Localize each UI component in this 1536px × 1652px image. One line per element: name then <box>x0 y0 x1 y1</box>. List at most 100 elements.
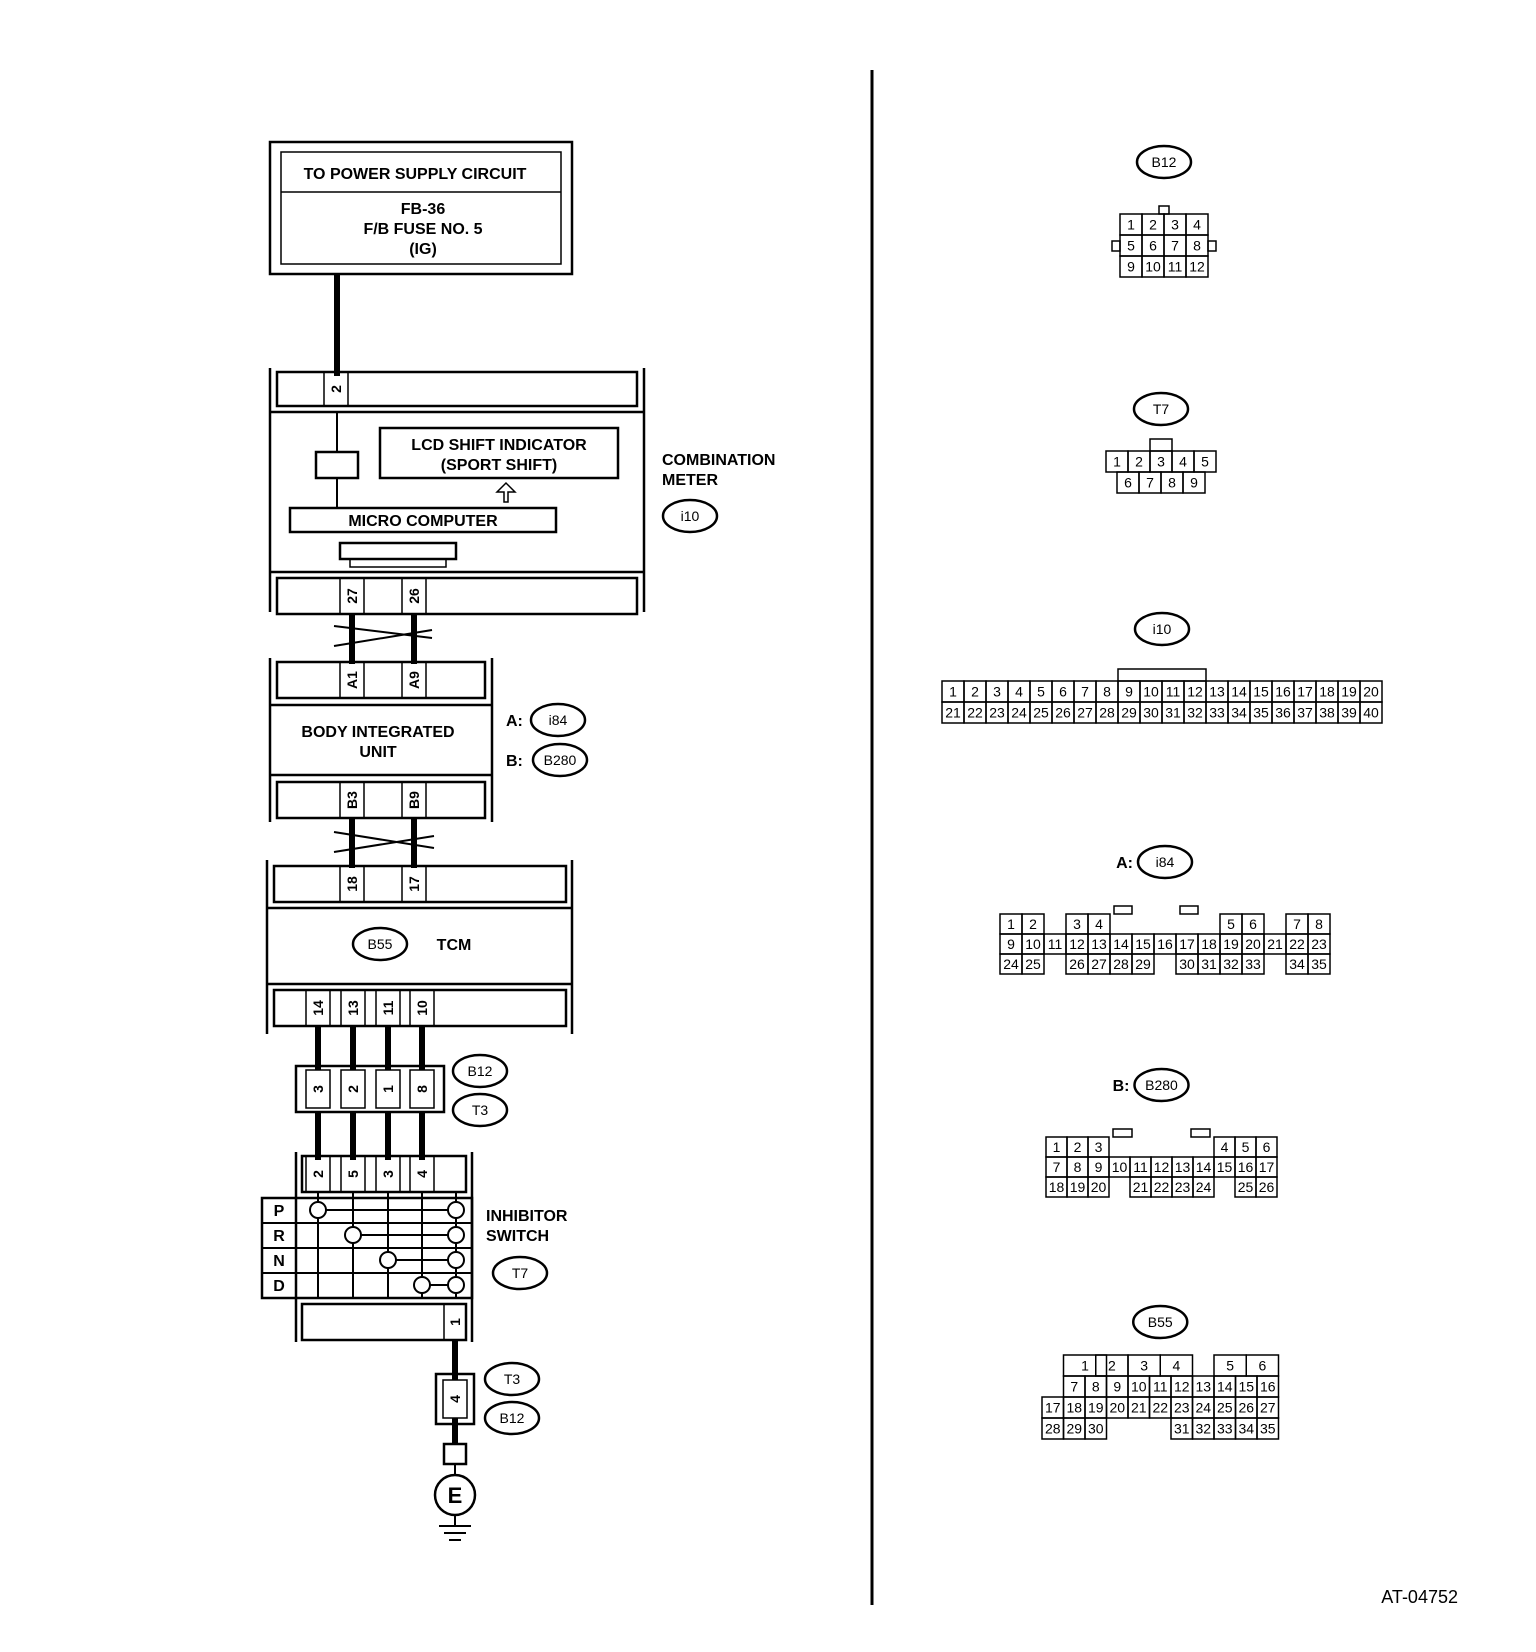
biu-pin-b9: B9 <box>406 791 422 809</box>
cavity-number: 1 <box>1053 1139 1061 1155</box>
cavity-number: 16 <box>1275 684 1291 700</box>
position-d: D <box>273 1278 285 1295</box>
cavity-number: 7 <box>1070 1379 1078 1395</box>
cavity-number: 25 <box>1025 956 1041 972</box>
cavity-number: 23 <box>1175 1179 1191 1195</box>
cavity <box>1021 953 1045 975</box>
cavity-number: 30 <box>1143 705 1159 721</box>
meter-connector-code: i10 <box>681 508 700 524</box>
joint-pin-3: 3 <box>310 1085 326 1093</box>
contact-p-end <box>447 1201 465 1219</box>
inhibitor-label: INHIBITOR <box>486 1208 568 1225</box>
twisted-pair-biu-tcm <box>333 818 435 868</box>
cavity-number: 5 <box>1226 1358 1234 1374</box>
cavity <box>1256 1417 1280 1440</box>
meter-pin-27: 27 <box>344 588 360 604</box>
tcm-label: TCM <box>437 937 472 954</box>
body-integrated-unit: A1 A9 BODY INTEGRATED UNIT B3 B9 A: i84 … <box>268 658 589 822</box>
cavity-number: 33 <box>1217 1421 1233 1437</box>
biu-a-connector-code: i84 <box>549 712 568 728</box>
cavity-number: 9 <box>1113 1379 1121 1395</box>
ground-letter: E <box>448 1483 463 1508</box>
cavity-number: 1 <box>1127 217 1135 233</box>
cavity-number: 40 <box>1363 705 1379 721</box>
cavity-number: 28 <box>1045 1421 1061 1437</box>
cavity-number: 15 <box>1238 1379 1254 1395</box>
tcm-pin-14: 14 <box>310 1000 326 1016</box>
cavity-number: 19 <box>1070 1179 1086 1195</box>
cavity-number: 8 <box>1074 1159 1082 1175</box>
cavity-number: 34 <box>1289 956 1305 972</box>
cavity-number: 24 <box>1195 1400 1211 1416</box>
b55-face-code: B55 <box>1148 1314 1173 1330</box>
cavity-number: 32 <box>1187 705 1203 721</box>
contact-r-end <box>447 1226 465 1244</box>
inhibitor-connector-code: T7 <box>512 1265 529 1281</box>
inhibitor-pin-5: 5 <box>345 1170 361 1178</box>
cavity-number: 12 <box>1189 259 1205 275</box>
cavity-number: 4 <box>1193 217 1201 233</box>
tcm-connector-code: B55 <box>368 936 393 952</box>
cavity-number: 35 <box>1311 956 1327 972</box>
cavity-number: 8 <box>1193 238 1201 254</box>
power-title: TO POWER SUPPLY CIRCUIT <box>304 166 527 183</box>
cavity-number: 32 <box>1195 1421 1211 1437</box>
cavity-number: 9 <box>1127 259 1135 275</box>
cavity-number: 3 <box>1157 454 1165 470</box>
cavity-number: 29 <box>1135 956 1151 972</box>
cavity-number: 13 <box>1209 684 1225 700</box>
combination-meter-label: COMBINATION <box>662 452 775 469</box>
biu-unit-label: UNIT <box>359 744 397 761</box>
biu-b-prefix: B: <box>506 753 523 770</box>
cavity-number: 25 <box>1238 1179 1254 1195</box>
cavity-number: 8 <box>1168 475 1176 491</box>
cavity-number: 22 <box>1289 936 1305 952</box>
cavity-number: 35 <box>1253 705 1269 721</box>
ground-pin-4: 4 <box>447 1395 463 1403</box>
cavity-number: 2 <box>1108 1358 1116 1374</box>
cavity-number: 20 <box>1091 1179 1107 1195</box>
b55-face-badge <box>1132 1304 1189 1340</box>
inhibitor-pin-4: 4 <box>414 1170 430 1178</box>
tcm-pin-10: 10 <box>414 1000 430 1016</box>
cavity-number: 16 <box>1157 936 1173 952</box>
cavity-number: 3 <box>1171 217 1179 233</box>
inhibitor-connector-badge <box>491 1255 549 1291</box>
cavity-number: 1 <box>949 684 957 700</box>
cavity-number: 4 <box>1221 1139 1229 1155</box>
joint-t3-code: T3 <box>472 1102 489 1118</box>
cavity-number: 22 <box>1154 1179 1170 1195</box>
cavity-number: 34 <box>1238 1421 1254 1437</box>
cavity <box>1185 255 1209 278</box>
cavity-number: 35 <box>1260 1421 1276 1437</box>
cavity-number: 19 <box>1223 936 1239 952</box>
cavity-number: 5 <box>1037 684 1045 700</box>
cavity-number: 9 <box>1125 684 1133 700</box>
cavity-number: 14 <box>1217 1379 1233 1395</box>
cavity-number: 34 <box>1231 705 1247 721</box>
cavity-number: 14 <box>1231 684 1247 700</box>
cavity-number: 18 <box>1319 684 1335 700</box>
cavity-number: 38 <box>1319 705 1335 721</box>
cavity-number: 11 <box>1048 936 1063 952</box>
cavity <box>1131 953 1155 975</box>
cavity-number: 11 <box>1166 684 1181 700</box>
cavity-number: 26 <box>1259 1179 1275 1195</box>
cavity-number: 18 <box>1049 1179 1065 1195</box>
cavity-number: 3 <box>1073 916 1081 932</box>
cavity-number: 3 <box>1140 1358 1148 1374</box>
b12-face-badge <box>1135 144 1193 180</box>
cavity-number: 17 <box>1179 936 1195 952</box>
cavity-number: 23 <box>989 705 1005 721</box>
cavity-number: 31 <box>1165 705 1181 721</box>
cavity <box>1182 471 1206 494</box>
cavity-number: 2 <box>1074 1139 1082 1155</box>
cavity-number: 17 <box>1259 1159 1275 1175</box>
cavity-number: 16 <box>1260 1379 1276 1395</box>
b280-face-badge <box>1133 1067 1190 1103</box>
cavity-number: 9 <box>1095 1159 1103 1175</box>
cavity <box>1192 1176 1215 1198</box>
cavity-number: 13 <box>1091 936 1107 952</box>
